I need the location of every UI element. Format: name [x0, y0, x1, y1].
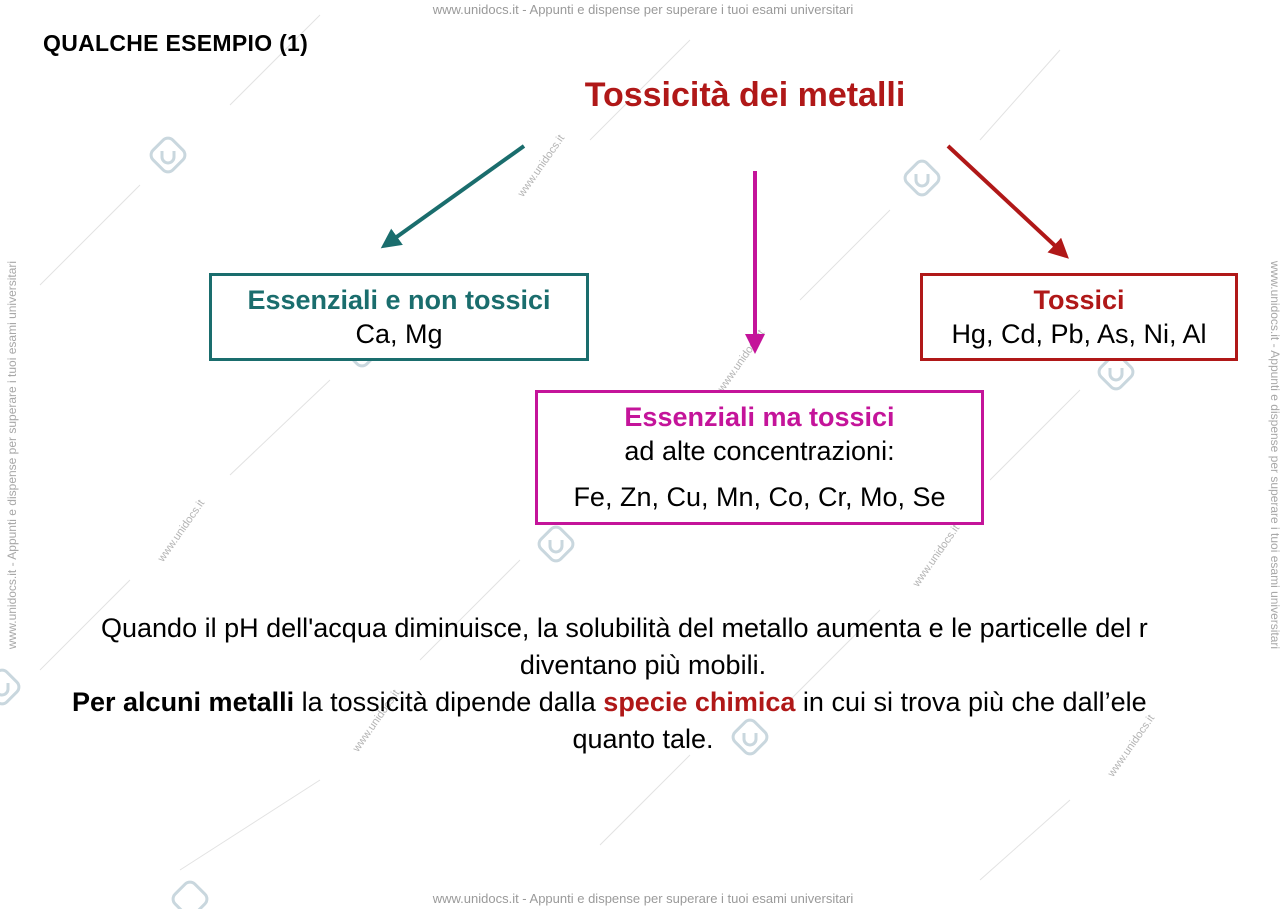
diagram-title: Tossicità dei metalli — [584, 76, 906, 114]
watermark-bottom: www.unidocs.it - Appunti e dispense per … — [432, 891, 854, 906]
text-span: la tossicità dipende dalla — [294, 687, 604, 717]
text-span: in cui si trova più che dall’ele — [795, 687, 1147, 717]
paragraph-line: Per alcuni metalli la tossicità dipende … — [0, 684, 1286, 721]
watermark-lines — [39, 14, 1081, 881]
unidocs-logo-icon — [149, 136, 187, 174]
box-essential-nontoxic: Essenziali e non tossici Ca, Mg — [209, 273, 589, 361]
box-toxic: Tossici Hg, Cd, Pb, As, Ni, Al — [920, 273, 1238, 361]
paragraph-line: Quando il pH dell'acqua diminuisce, la s… — [101, 613, 1148, 643]
unidocs-logo-icon — [1097, 353, 1135, 391]
unidocs-logo-icon — [537, 525, 575, 563]
arrow-to-toxic — [946, 144, 1069, 259]
explanation-paragraph: Quando il pH dell'acqua diminuisce, la s… — [0, 610, 1286, 758]
paragraph-line: diventano più mobili. — [519, 650, 767, 680]
arrow-to-essential-nontoxic — [380, 144, 526, 249]
watermark-top: www.unidocs.it - Appunti e dispense per … — [432, 2, 854, 17]
box-essential-toxic: Essenziali ma tossici ad alte concentraz… — [535, 390, 984, 525]
slide-title: QUALCHE ESEMPIO (1) — [43, 30, 309, 56]
box-metals: Fe, Zn, Cu, Mn, Co, Cr, Mo, Se — [573, 482, 946, 512]
highlighted-term: specie chimica — [603, 687, 796, 717]
unidocs-logo-icon — [903, 159, 941, 197]
box-heading: Essenziali ma tossici — [624, 402, 895, 432]
box-metals: Ca, Mg — [355, 319, 443, 349]
box-subheading: ad alte concentrazioni: — [624, 436, 895, 466]
box-heading: Essenziali e non tossici — [247, 285, 551, 315]
paragraph-line: quanto tale. — [572, 724, 714, 754]
bold-phrase: Per alcuni metalli — [72, 687, 295, 717]
unidocs-logo-icon — [731, 718, 769, 756]
unidocs-logo-icon — [171, 880, 209, 909]
box-heading: Tossici — [1033, 285, 1125, 315]
unidocs-logo-icon — [0, 668, 21, 706]
box-metals: Hg, Cd, Pb, As, Ni, Al — [951, 319, 1207, 349]
